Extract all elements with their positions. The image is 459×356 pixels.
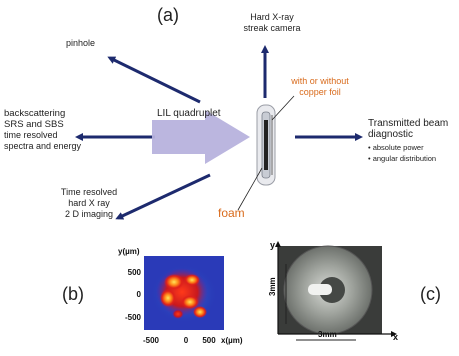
- schematic-arrows: [75, 45, 363, 220]
- bullet-text-1: absolute power: [372, 143, 424, 152]
- c-scale-y-label: 3mm: [268, 277, 277, 296]
- c-scale-x-label: 3mm: [318, 330, 337, 339]
- c-y-axis-label: y: [270, 240, 276, 250]
- panel-label-b: (b): [62, 284, 84, 304]
- transmitted-line1: Transmitted beam: [368, 118, 449, 129]
- foam-pointer: [237, 167, 263, 211]
- foil-line2: copper foil: [299, 87, 341, 97]
- b-y-axis-label: y(µm): [118, 247, 140, 256]
- label-pinhole: pinhole: [66, 38, 96, 48]
- panel-label-c: (c): [420, 284, 441, 304]
- lil-beam-arrow: [152, 110, 250, 164]
- imaging-line3: 2 D imaging: [64, 209, 114, 219]
- streak-line2: streak camera: [243, 23, 301, 33]
- label-foam: foam: [218, 206, 245, 220]
- arrow-pinhole: [107, 56, 201, 104]
- label-imaging: Time resolved hard X ray 2 D imaging: [44, 187, 134, 220]
- backscatter-line3: time resolved: [4, 130, 58, 140]
- arrow-imaging: [115, 173, 211, 220]
- foil-pointer: [271, 95, 295, 121]
- label-backscattering: backscattering SRS and SBS time resolved…: [4, 108, 84, 152]
- foil-line1: with or without: [291, 76, 349, 86]
- backscatter-line1: backscattering: [4, 108, 66, 119]
- b-y-tick-500: 500: [127, 268, 141, 277]
- panel-label-a: (a): [157, 5, 179, 25]
- b-x-tick-0: 0: [183, 336, 189, 345]
- b-y-tick-0: 0: [136, 290, 141, 299]
- bullet-item-1: • absolute power: [368, 143, 424, 152]
- b-y-tick-neg500: -500: [124, 313, 141, 322]
- bullet-item-2: • angular distribution: [368, 154, 437, 163]
- label-streak-camera: Hard X-ray streak camera: [232, 12, 312, 34]
- label-transmitted: Transmitted beam diagnostic • absolute p…: [368, 118, 458, 164]
- b-x-tick-500: 500: [202, 336, 216, 345]
- label-lil-quadruplet: LIL quadruplet: [157, 108, 221, 119]
- b-x-tick-neg500: -500: [142, 336, 159, 345]
- heatmap-image: [144, 256, 224, 330]
- transmitted-line2: diagnostic: [368, 129, 414, 140]
- c-x-axis-label: x: [393, 332, 399, 342]
- b-x-axis-label: x(µm): [221, 336, 243, 345]
- bullet-text-2: angular distribution: [372, 154, 437, 163]
- target-photo: [275, 241, 397, 341]
- backscatter-line2: SRS and SBS: [4, 119, 64, 130]
- target-holder: [256, 104, 276, 186]
- backscatter-line4: spectra and energy: [4, 141, 82, 151]
- label-copper-foil: with or without copper foil: [285, 76, 355, 98]
- imaging-line2: hard X ray: [68, 198, 110, 208]
- streak-line1: Hard X-ray: [250, 12, 294, 22]
- imaging-line1: Time resolved: [60, 187, 118, 197]
